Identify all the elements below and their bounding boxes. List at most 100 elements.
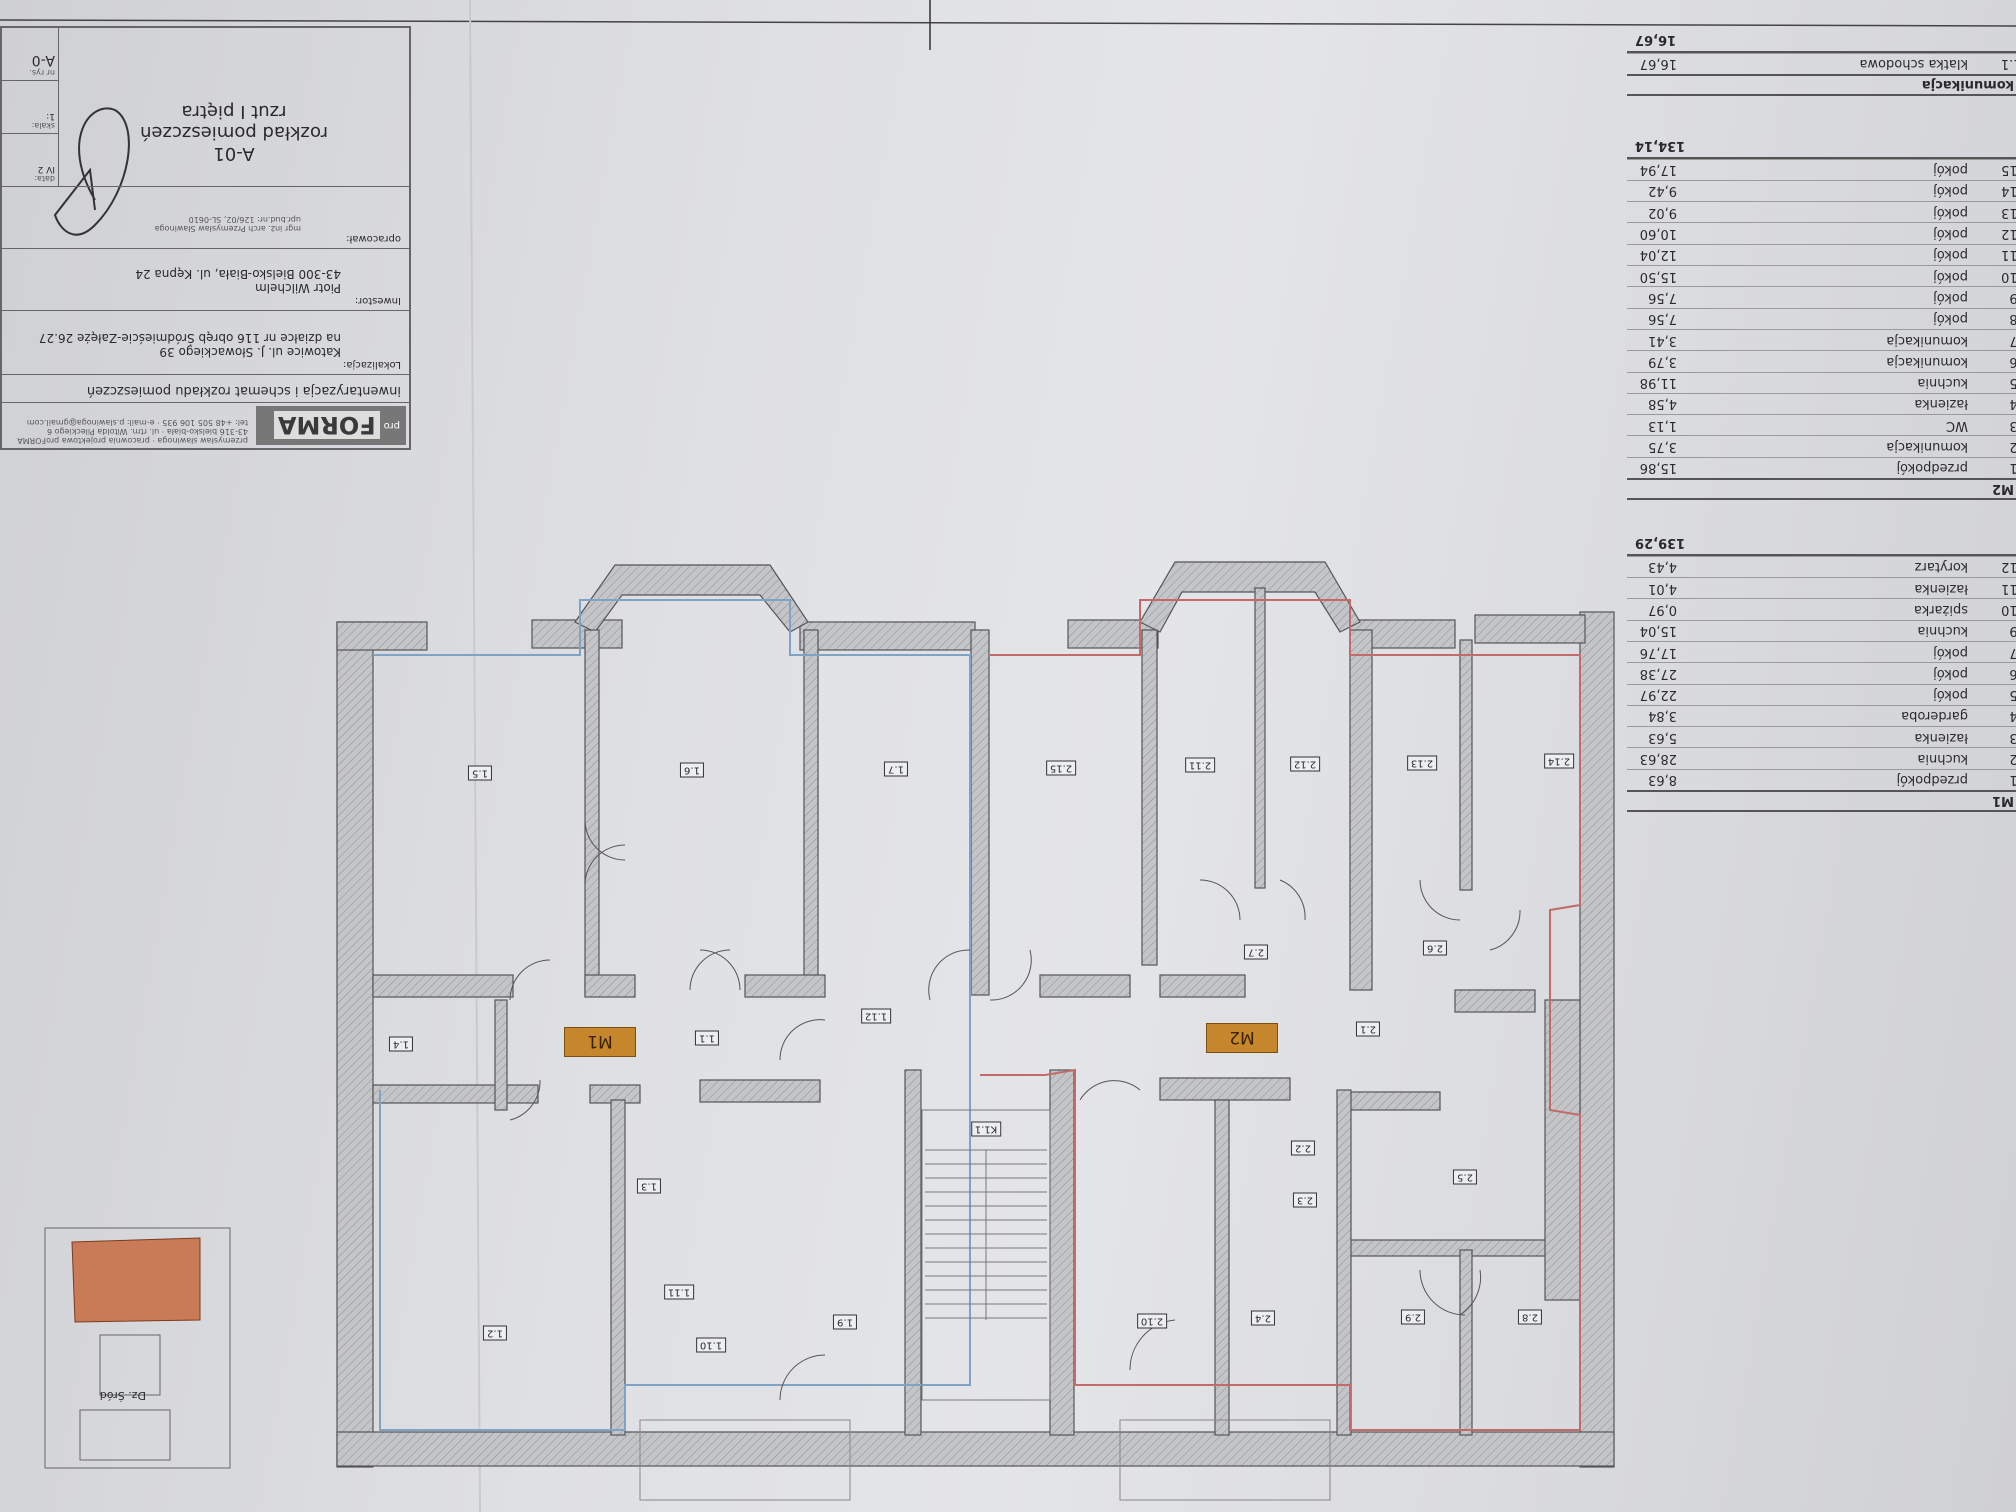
room-label: 2.10: [1136, 1313, 1168, 1329]
room-label: 2.14: [1543, 753, 1575, 769]
room-name: przedpokój: [1896, 460, 1968, 476]
room-area: 9,02: [1648, 204, 1677, 220]
section-header: M1: [1627, 790, 2016, 812]
room-id: 2.1: [1968, 460, 2016, 475]
room-id: 2.9: [1968, 290, 2016, 305]
room-id: 2.7: [1968, 333, 2016, 348]
windows: [639, 1419, 1331, 1501]
room-id: 1.11: [2001, 580, 2016, 596]
room-id: 1.4: [1968, 708, 2016, 723]
schedule-row: 1.2kuchnia28,63: [1627, 747, 2016, 769]
schedule-m1: M1 1.1przedpokój8,631.2kuchnia28,631.3ła…: [1627, 531, 2016, 812]
room-area: 0,97: [1648, 601, 1677, 617]
room-area: 16,67: [1639, 56, 1677, 72]
walls: [336, 561, 1615, 1468]
section-header: komunikacja: [1627, 74, 2016, 96]
room-label: 2.2: [1291, 1140, 1315, 1156]
room-id: 2.15: [2001, 162, 2016, 178]
room-label: 1.2: [483, 1325, 507, 1341]
room-name: spiżarka: [1913, 601, 1968, 617]
room-area: 15,50: [1639, 268, 1677, 284]
room-label: 1.6: [680, 762, 704, 778]
schedule-row: 1.9kuchnia 15,04: [1627, 619, 2016, 641]
site-label: Dz. Śród: [99, 1389, 146, 1402]
paper-fold: [469, 0, 481, 1512]
room-id: 1.7: [1968, 645, 2016, 660]
room-name: pokój: [1933, 644, 1968, 660]
room-id: 1.12: [2001, 559, 2016, 575]
schedule-row: 2.3WC1,13: [1627, 414, 2016, 436]
door-swings: [509, 819, 1521, 1401]
room-area: 8,63: [1648, 772, 1677, 788]
room-area: 4,43: [1648, 559, 1677, 575]
schedule-row: 2.9pokój 7,56: [1627, 286, 2016, 308]
room-name: pokój: [1933, 289, 1968, 305]
room-label: 1.1: [695, 1030, 719, 1046]
room-area: 4,58: [1648, 396, 1677, 412]
room-area: 7,56: [1648, 311, 1677, 327]
room-id: 1.5: [1968, 687, 2016, 702]
room-label: 2.1: [1356, 1021, 1380, 1037]
room-name: garderoba: [1901, 708, 1968, 724]
room-id: 2.2: [1968, 439, 2016, 454]
room-id: 2.11: [2001, 247, 2016, 263]
room-id: 1.9: [1968, 623, 2016, 638]
room-area: 17,94: [1639, 162, 1677, 178]
room-area: 27,38: [1639, 665, 1677, 681]
room-area: 3,41: [1648, 332, 1677, 348]
room-name: kuchnia: [1917, 375, 1968, 391]
section-total: 134,14: [1627, 134, 2016, 159]
room-area: 3,79: [1648, 353, 1677, 369]
company-header: pro FORMA przemysław sławinoga · pracown…: [0, 402, 409, 448]
room-id: 1.3: [1968, 730, 2016, 745]
room-name: łazienka: [1914, 729, 1968, 745]
section-total: 16,67: [1627, 28, 2016, 53]
room-name: komunikacja: [1886, 439, 1968, 455]
section-total: 139,29: [1627, 531, 2016, 556]
room-area: 28,63: [1639, 751, 1677, 767]
staircase: [921, 1109, 1051, 1401]
apartment-tag-m1: M1: [564, 1027, 636, 1057]
room-label: 2.15: [1045, 760, 1077, 776]
room-id: 1.6: [1968, 666, 2016, 681]
room-area: 11,98: [1639, 375, 1677, 391]
room-name: komunikacja: [1886, 332, 1968, 348]
room-area: 22,97: [1639, 687, 1677, 703]
room-id: 2.3: [1968, 418, 2016, 433]
room-id: 2.8: [1968, 311, 2016, 326]
drawing-title: A-01 rozkład pomieszczeń rzut I piętra: [140, 101, 328, 164]
room-name: komunikacja: [1886, 353, 1968, 369]
room-id: 2.5: [1968, 375, 2016, 390]
room-id: K1.1: [2000, 56, 2016, 72]
room-name: korytarz: [1914, 559, 1968, 575]
room-name: kuchnia: [1917, 623, 1968, 639]
schedule-row: 2.7komunikacja 3,41: [1627, 328, 2016, 351]
room-name: pokój: [1933, 687, 1968, 703]
room-area: 15,04: [1639, 623, 1677, 639]
room-area: 7,56: [1648, 289, 1677, 305]
room-label: 1.11: [663, 1284, 695, 1300]
room-label: 1.5: [468, 765, 492, 781]
room-name: kuchnia: [1917, 751, 1968, 767]
room-area: 10,60: [1639, 226, 1677, 242]
room-name: pokój: [1933, 162, 1968, 178]
room-area: 3,75: [1648, 439, 1677, 455]
room-label: K1.1: [970, 1121, 1002, 1137]
room-id: 2.13: [2001, 204, 2016, 220]
room-area: 17,76: [1639, 644, 1677, 660]
signature: [53, 107, 130, 236]
room-label: 2.9: [1401, 1309, 1425, 1325]
room-label: 2.5: [1453, 1169, 1477, 1185]
room-id: 2.14: [2001, 183, 2016, 199]
room-id: 1.1: [1968, 772, 2016, 787]
prepared-by-section: opracował: mgr inż. arch Przemysław Sław…: [0, 186, 409, 248]
location-section: Lokalizacja: Katowice ul. J. Słowackiego…: [0, 310, 409, 374]
room-name: pokój: [1933, 665, 1968, 681]
